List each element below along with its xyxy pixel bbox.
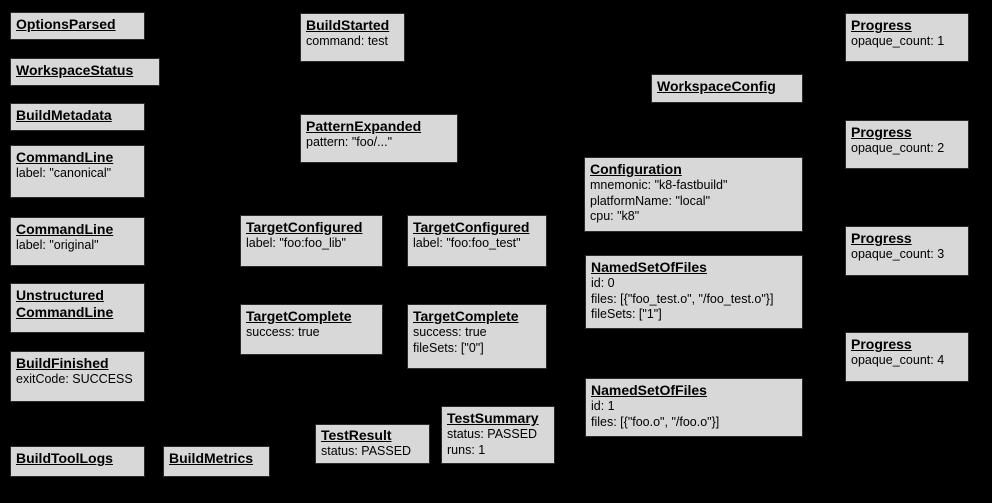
node-title: NamedSetOfFiles bbox=[591, 259, 707, 275]
node-build-metrics: BuildMetrics bbox=[163, 446, 270, 477]
node-title: Progress bbox=[851, 230, 912, 246]
node-command-line-original: CommandLine label: "original" bbox=[10, 217, 145, 266]
node-attribute: pattern: "foo/..." bbox=[306, 135, 393, 149]
node-target-complete-foo-lib: TargetComplete success: true bbox=[240, 304, 383, 355]
node-attribute: label: "foo:foo_lib" bbox=[246, 236, 346, 250]
node-attribute: id: 1 bbox=[591, 399, 615, 413]
node-attribute: success: true bbox=[246, 325, 320, 339]
node-attribute: opaque_count: 4 bbox=[851, 353, 945, 367]
node-unstructured-command-line: Unstructured CommandLine bbox=[10, 283, 145, 333]
node-attribute: cpu: "k8" bbox=[590, 209, 640, 223]
node-build-finished: BuildFinished exitCode: SUCCESS bbox=[10, 351, 145, 402]
node-attribute: opaque_count: 3 bbox=[851, 247, 945, 261]
node-attribute: id: 0 bbox=[591, 276, 615, 290]
node-title: TestResult bbox=[321, 427, 392, 443]
node-attribute: status: PASSED bbox=[447, 427, 538, 441]
node-title: Unstructured CommandLine bbox=[16, 287, 114, 320]
node-named-set-of-files-0: NamedSetOfFiles id: 0 files: [{"foo_test… bbox=[585, 255, 803, 329]
node-attribute: command: test bbox=[306, 34, 388, 48]
node-build-tool-logs: BuildToolLogs bbox=[10, 446, 145, 477]
node-title: Progress bbox=[851, 124, 912, 140]
node-title: OptionsParsed bbox=[16, 16, 116, 32]
node-attribute: opaque_count: 1 bbox=[851, 34, 945, 48]
node-title: BuildMetrics bbox=[169, 450, 254, 466]
node-title: WorkspaceConfig bbox=[657, 78, 776, 94]
node-attribute: status: PASSED bbox=[321, 444, 412, 458]
node-title: BuildToolLogs bbox=[16, 450, 113, 466]
node-title: TestSummary bbox=[447, 410, 539, 426]
node-progress-2: Progress opaque_count: 2 bbox=[845, 120, 969, 169]
node-attribute: label: "original" bbox=[16, 238, 99, 252]
node-title: TargetComplete bbox=[413, 308, 519, 324]
node-progress-3: Progress opaque_count: 3 bbox=[845, 226, 969, 276]
node-build-started: BuildStarted command: test bbox=[300, 13, 405, 62]
node-title: NamedSetOfFiles bbox=[591, 382, 707, 398]
node-title: Configuration bbox=[590, 161, 682, 177]
node-options-parsed: OptionsParsed bbox=[10, 12, 145, 40]
node-title: TargetConfigured bbox=[413, 219, 530, 235]
node-target-complete-foo-test: TargetComplete success: true fileSets: [… bbox=[407, 304, 547, 369]
node-title: TargetComplete bbox=[246, 308, 352, 324]
node-title: BuildFinished bbox=[16, 355, 109, 371]
node-named-set-of-files-1: NamedSetOfFiles id: 1 files: [{"foo.o", … bbox=[585, 378, 803, 437]
node-target-configured-foo-lib: TargetConfigured label: "foo:foo_lib" bbox=[240, 215, 383, 267]
node-title: Progress bbox=[851, 17, 912, 33]
node-attribute: label: "canonical" bbox=[16, 166, 112, 180]
node-attribute: fileSets: ["1"] bbox=[591, 307, 662, 321]
node-command-line-canonical: CommandLine label: "canonical" bbox=[10, 145, 145, 198]
node-workspace-config: WorkspaceConfig bbox=[651, 74, 803, 103]
node-title: TargetConfigured bbox=[246, 219, 363, 235]
node-attribute: files: [{"foo.o", "/foo.o"}] bbox=[591, 414, 720, 429]
node-target-configured-foo-test: TargetConfigured label: "foo:foo_test" bbox=[407, 215, 547, 267]
node-attribute: label: "foo:foo_test" bbox=[413, 236, 521, 250]
node-title: BuildMetadata bbox=[16, 107, 112, 123]
node-attribute: mnemonic: "k8-fastbuild" bbox=[590, 178, 728, 192]
node-build-metadata: BuildMetadata bbox=[10, 103, 145, 131]
node-title: CommandLine bbox=[16, 221, 114, 237]
node-workspace-status: WorkspaceStatus bbox=[10, 58, 160, 86]
node-attribute: success: true bbox=[413, 325, 487, 339]
node-attribute: files: [{"foo_test.o", "/foo_test.o"}] bbox=[591, 291, 774, 306]
node-pattern-expanded: PatternExpanded pattern: "foo/..." bbox=[300, 114, 458, 163]
node-attribute: fileSets: ["0"] bbox=[413, 340, 484, 355]
node-progress-1: Progress opaque_count: 1 bbox=[845, 13, 969, 62]
node-title: PatternExpanded bbox=[306, 118, 422, 134]
node-title: BuildStarted bbox=[306, 17, 390, 33]
node-attribute: exitCode: SUCCESS bbox=[16, 372, 133, 386]
node-test-summary: TestSummary status: PASSED runs: 1 bbox=[441, 406, 555, 464]
node-title: WorkspaceStatus bbox=[16, 62, 134, 78]
node-title: Progress bbox=[851, 336, 912, 352]
node-attribute: platformName: "local" bbox=[590, 193, 711, 208]
node-test-result: TestResult status: PASSED bbox=[315, 424, 430, 464]
node-configuration: Configuration mnemonic: "k8-fastbuild" p… bbox=[584, 157, 803, 232]
node-progress-4: Progress opaque_count: 4 bbox=[845, 332, 969, 382]
node-title: CommandLine bbox=[16, 149, 114, 165]
node-attribute: opaque_count: 2 bbox=[851, 141, 945, 155]
node-attribute: runs: 1 bbox=[447, 442, 486, 457]
